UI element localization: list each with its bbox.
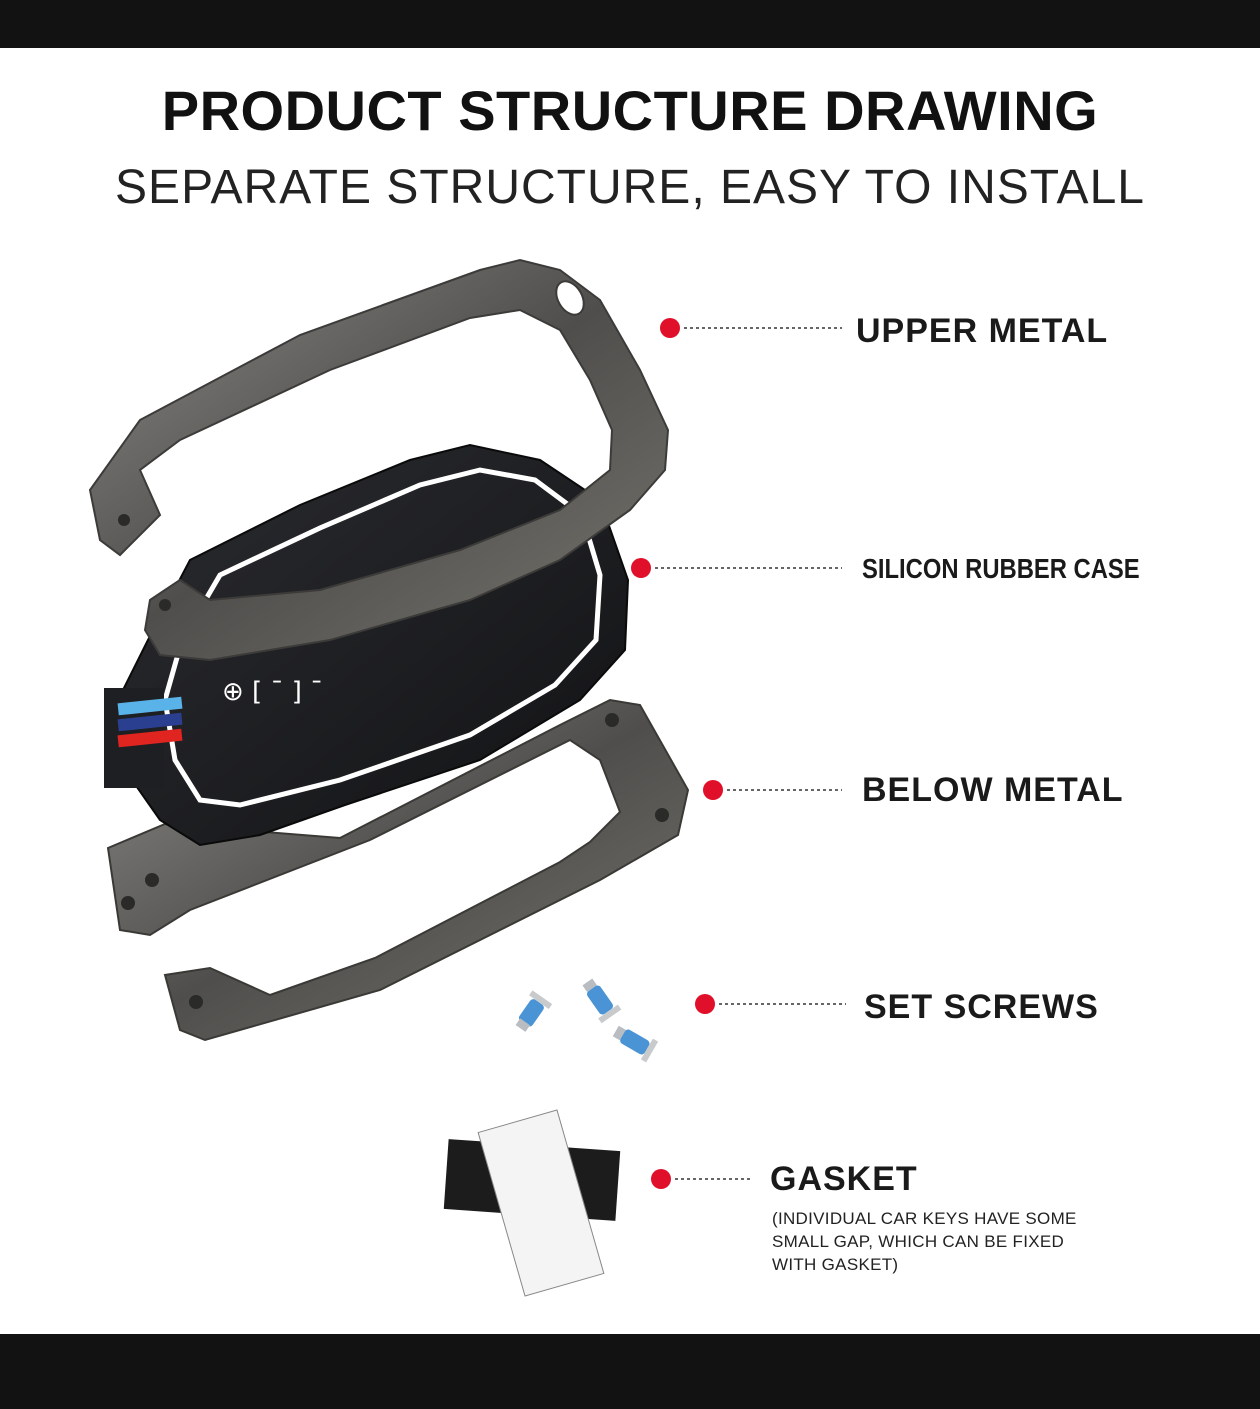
set-screws-part	[515, 978, 659, 1063]
upper-metal-label: UPPER METAL	[856, 312, 1109, 350]
callout-upper	[660, 318, 842, 338]
svg-text:⊕ [ ¯ ] ¯: ⊕ [ ¯ ] ¯	[222, 677, 323, 707]
callout-gasket	[651, 1169, 752, 1189]
bottom-letterbox-bar	[0, 1334, 1260, 1409]
gasket-label: GASKET	[770, 1160, 918, 1198]
gasket-note: (INDIVIDUAL CAR KEYS HAVE SOME SMALL GAP…	[772, 1209, 1077, 1274]
callout-screws	[695, 994, 846, 1014]
page-subtitle: SEPARATE STRUCTURE, EASY TO INSTALL	[115, 161, 1145, 214]
silicon-rubber-case-label: SILICON RUBBER CASE	[862, 553, 1140, 584]
page-title: PRODUCT STRUCTURE DRAWING	[161, 79, 1099, 142]
set-screws-label: SET SCREWS	[864, 988, 1099, 1026]
upper-metal-part	[88, 258, 670, 662]
gasket-part	[443, 1109, 621, 1297]
below-metal-label: BELOW METAL	[862, 771, 1124, 809]
below-metal-part	[106, 698, 690, 1042]
callout-below	[703, 780, 842, 800]
callout-silicon	[631, 558, 842, 578]
top-letterbox-bar	[0, 0, 1260, 48]
